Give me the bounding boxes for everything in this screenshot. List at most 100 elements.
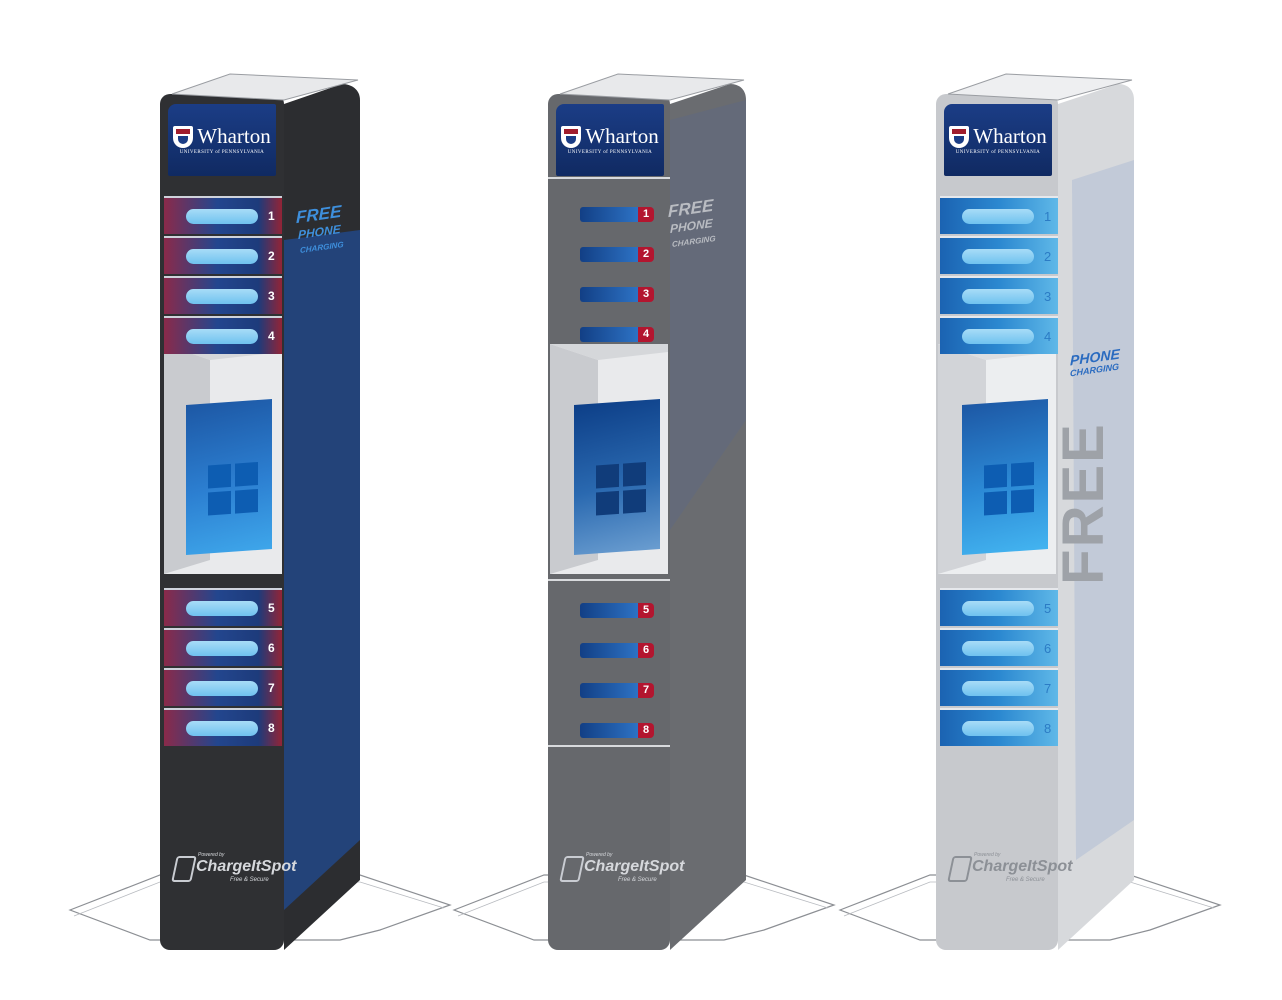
chargeitspot-logo: Powered by ChargeItSpot Free & Secure [171, 852, 296, 886]
slot-door [962, 640, 1034, 656]
locker-slot-6[interactable]: 6 [940, 628, 1058, 666]
brand-subtitle: UNIVERSITY of PENNSYLVANIA [179, 149, 265, 155]
slot-number: 1 [638, 206, 654, 222]
phone-icon [171, 856, 197, 882]
brand-subtitle: UNIVERSITY of PENNSYLVANIA [567, 149, 653, 155]
locker-slot-4[interactable]: 4 [164, 316, 282, 354]
windows-logo-icon [208, 461, 258, 516]
phone-icon [559, 856, 585, 882]
locker-slot-5[interactable]: 5 [164, 588, 282, 626]
chargeitspot-tagline: Free & Secure [618, 877, 657, 883]
slot-number: 1 [1044, 208, 1052, 224]
locker-slot-3[interactable]: 3 [940, 276, 1058, 314]
slot-door [580, 722, 638, 738]
slot-number: 6 [1044, 640, 1052, 656]
slot-number: 8 [268, 721, 275, 735]
slot-number: 7 [1044, 680, 1052, 696]
locker-slot-8[interactable]: 8 [940, 708, 1058, 746]
slot-number: 5 [638, 602, 654, 618]
locker-slot-5[interactable]: 5 [940, 588, 1058, 626]
slot-door [186, 328, 258, 344]
slot-door [186, 640, 258, 656]
locker-slot-4[interactable]: 4 [552, 316, 670, 352]
slot-door [186, 720, 258, 736]
slot-number: 5 [268, 601, 275, 615]
chargeitspot-name: ChargeItSpot [584, 858, 685, 875]
slot-door [962, 720, 1034, 736]
slot-number: 2 [268, 249, 275, 263]
locker-slot-1[interactable]: 1 [552, 196, 670, 232]
locker-slot-8[interactable]: 8 [164, 708, 282, 746]
windows-logo-icon [596, 461, 646, 516]
locker-slot-2[interactable]: 2 [940, 236, 1058, 274]
slot-number: 7 [268, 681, 275, 695]
touch-screen[interactable] [962, 398, 1048, 556]
slot-door [580, 286, 638, 302]
kiosk-gray: Wharton UNIVERSITY of PENNSYLVANIA 1 2 3… [448, 60, 848, 960]
chargeitspot-tagline: Free & Secure [1006, 877, 1045, 883]
slot-number: 3 [1044, 288, 1052, 304]
slot-number: 4 [638, 326, 654, 342]
locker-slot-6[interactable]: 6 [552, 632, 670, 668]
wharton-logo: Wharton UNIVERSITY of PENNSYLVANIA [168, 104, 276, 176]
chargeitspot-logo: Powered by ChargeItSpot Free & Secure [947, 852, 1072, 886]
penn-shield-icon [949, 125, 970, 148]
kiosk-dark: Wharton UNIVERSITY of PENNSYLVANIA 1 2 3… [60, 60, 460, 960]
powered-by: Powered by [974, 852, 1001, 858]
slot-door [962, 600, 1034, 616]
slot-door [186, 288, 258, 304]
slot-door [580, 642, 638, 658]
locker-slot-3[interactable]: 3 [164, 276, 282, 314]
slot-number: 4 [268, 329, 275, 343]
slot-door [962, 208, 1034, 224]
locker-slot-3[interactable]: 3 [552, 276, 670, 312]
powered-by: Powered by [586, 852, 613, 858]
brand-name: Wharton [585, 124, 659, 148]
penn-shield-icon [173, 125, 194, 148]
locker-slot-4[interactable]: 4 [940, 316, 1058, 354]
slot-number: 2 [1044, 248, 1052, 264]
slot-door [962, 680, 1034, 696]
slot-door [186, 680, 258, 696]
slot-number: 2 [638, 246, 654, 262]
locker-slot-5[interactable]: 5 [552, 592, 670, 628]
locker-slot-2[interactable]: 2 [164, 236, 282, 274]
wharton-logo: Wharton UNIVERSITY of PENNSYLVANIA [556, 104, 664, 176]
locker-slot-7[interactable]: 7 [552, 672, 670, 708]
locker-slot-1[interactable]: 1 [940, 196, 1058, 234]
phone-icon [947, 856, 973, 882]
slot-number: 8 [1044, 720, 1052, 736]
brand-subtitle: UNIVERSITY of PENNSYLVANIA [955, 149, 1041, 155]
chargeitspot-name: ChargeItSpot [196, 858, 297, 875]
locker-slot-7[interactable]: 7 [940, 668, 1058, 706]
slot-door [580, 602, 638, 618]
brand-name: Wharton [973, 124, 1047, 148]
brand-name: Wharton [197, 124, 271, 148]
slot-door [580, 326, 638, 342]
slot-door [962, 288, 1034, 304]
slot-door [186, 208, 258, 224]
locker-slot-7[interactable]: 7 [164, 668, 282, 706]
touch-screen[interactable] [186, 398, 272, 556]
slot-door [186, 248, 258, 264]
locker-slot-8[interactable]: 8 [552, 712, 670, 748]
kiosk-light: Wharton UNIVERSITY of PENNSYLVANIA 1 2 3… [836, 60, 1236, 960]
slot-door [962, 248, 1034, 264]
touch-screen[interactable] [574, 398, 660, 556]
windows-logo-icon [984, 461, 1034, 516]
slot-number: 4 [1044, 328, 1052, 344]
slot-number: 5 [1044, 600, 1052, 616]
locker-slot-2[interactable]: 2 [552, 236, 670, 272]
locker-slot-6[interactable]: 6 [164, 628, 282, 666]
locker-slot-1[interactable]: 1 [164, 196, 282, 234]
slot-door [962, 328, 1034, 344]
slot-number: 3 [268, 289, 275, 303]
wharton-logo: Wharton UNIVERSITY of PENNSYLVANIA [944, 104, 1052, 176]
slot-number: 6 [268, 641, 275, 655]
slot-door [580, 206, 638, 222]
slot-door [580, 682, 638, 698]
slot-number: 1 [268, 209, 275, 223]
penn-shield-icon [561, 125, 582, 148]
slot-number: 8 [638, 722, 654, 738]
